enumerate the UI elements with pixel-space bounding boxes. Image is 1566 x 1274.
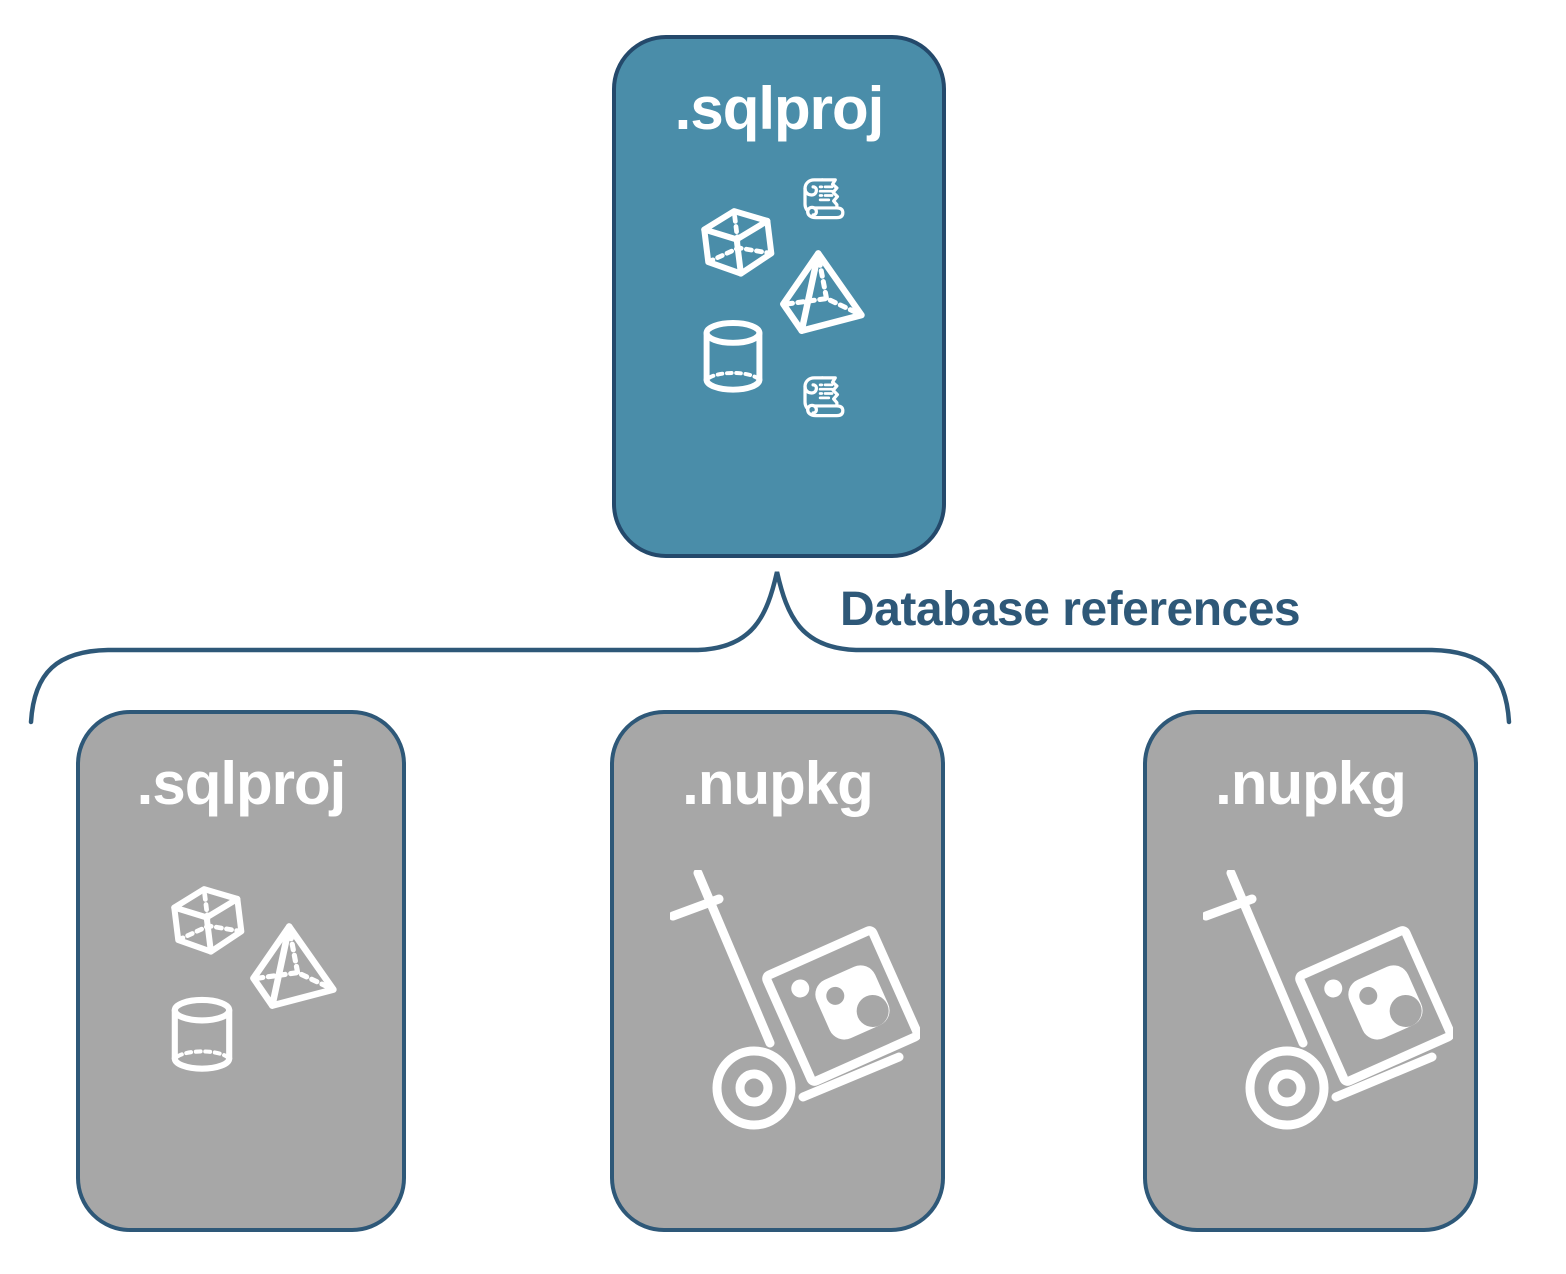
node-sqlproj-child: .sqlproj — [76, 710, 406, 1232]
hand-truck-package-icon — [670, 870, 920, 1135]
scroll-icon — [803, 178, 845, 220]
node-nupkg-1: .nupkg — [610, 710, 945, 1232]
hand-truck-package-icon — [1203, 870, 1453, 1135]
pyramid-icon — [253, 927, 333, 1006]
sql-objects-icon-cluster — [104, 872, 404, 1172]
node-nupkg-2: .nupkg — [1143, 710, 1478, 1232]
sql-objects-icon-cluster — [642, 178, 942, 418]
pyramid-icon — [783, 253, 861, 330]
cylinder-icon — [175, 1000, 229, 1069]
hand-truck-package-icon — [1206, 873, 1452, 1125]
scroll-icon — [803, 376, 845, 418]
node-title: .nupkg — [682, 750, 874, 817]
hand-truck-package-icon — [673, 873, 919, 1125]
cylinder-icon — [707, 323, 760, 390]
cube-icon — [172, 885, 243, 955]
cube-icon — [702, 207, 773, 277]
node-title: .sqlproj — [674, 75, 885, 142]
node-title: .nupkg — [1215, 750, 1407, 817]
node-title: .sqlproj — [136, 750, 347, 817]
connector-label: Database references — [840, 583, 1301, 636]
node-sqlproj-root: .sqlproj — [612, 35, 946, 558]
